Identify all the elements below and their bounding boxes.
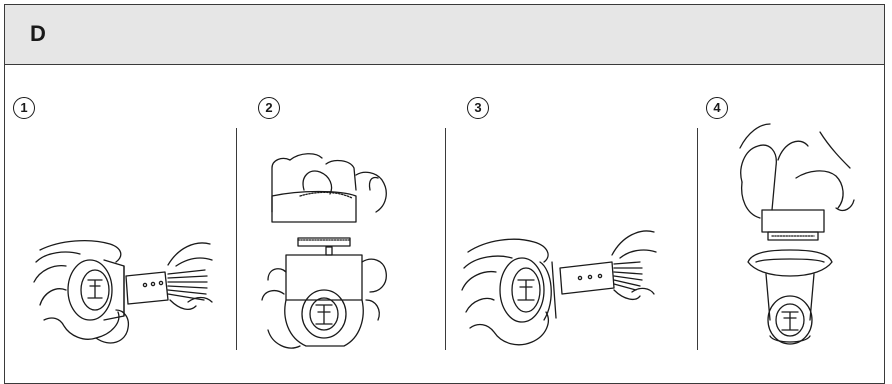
step-badge-2: 2 [258, 97, 280, 119]
step-badge-3: 3 [467, 97, 489, 119]
hands-detaching-cutter-from-head-icon [262, 154, 386, 348]
hands-brushing-shaver-head-icon [34, 241, 212, 343]
step-divider-3 [697, 128, 699, 350]
step-badge-1: 1 [13, 97, 35, 119]
step-divider-2 [445, 128, 447, 350]
step-badge-4: 4 [706, 97, 728, 119]
hands-brushing-inner-head-icon [462, 231, 656, 345]
section-header: D [5, 5, 884, 65]
instruction-panel: D [4, 4, 885, 384]
step-divider-1 [236, 128, 238, 350]
hands-attaching-comb-to-trimmer-icon [740, 124, 854, 344]
section-letter: D [30, 21, 46, 46]
